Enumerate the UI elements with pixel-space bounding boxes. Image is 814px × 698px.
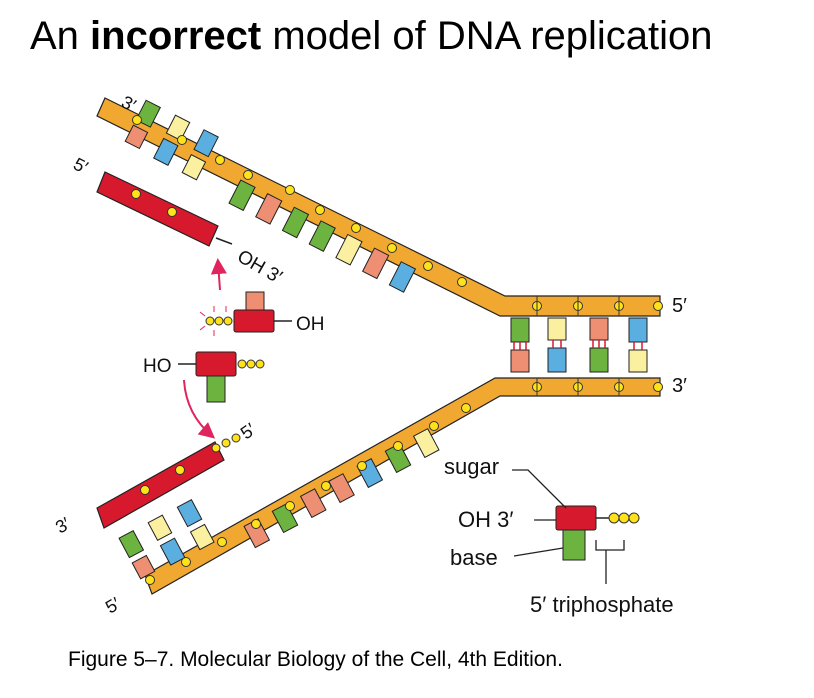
- parental-strand-bottom: [144, 377, 661, 595]
- figure-caption: Figure 5–7. Molecular Biology of the Cel…: [68, 648, 563, 671]
- slide-title: An incorrect model of DNA replication: [30, 14, 713, 59]
- parental-strand-top: [96, 97, 661, 317]
- title-emphasis: incorrect: [90, 14, 262, 58]
- base-green: [589, 347, 609, 373]
- legend-triphosphate: [608, 512, 640, 524]
- arrow-down: [183, 379, 216, 439]
- label-bottom-3prime: 3′: [52, 513, 74, 537]
- legend-base-label: base: [450, 545, 498, 570]
- bottom-template-bases: [96, 428, 440, 580]
- top-template-bases: [96, 99, 417, 293]
- incoming-nucleotide-bottom: [178, 351, 265, 403]
- parental-duplex: [96, 97, 663, 595]
- legend-base: [562, 529, 586, 561]
- label-oh-3prime: OH 3′: [234, 246, 286, 288]
- base-green: [510, 317, 530, 343]
- label-free-ho: HO: [143, 356, 172, 377]
- base-yellow: [547, 317, 567, 341]
- label-lower-5prime: 5′: [237, 419, 260, 443]
- label-right-5prime: 5′: [672, 295, 687, 317]
- base-blue: [547, 347, 567, 373]
- legend-sugar: [555, 505, 597, 531]
- legend-triphosphate-label: 5′ triphosphate: [530, 592, 674, 617]
- new-strand-top: [96, 171, 219, 247]
- arrow-up: [210, 258, 227, 291]
- legend-sugar-label: sugar: [444, 454, 499, 479]
- legend-oh3-label: OH 3′: [458, 507, 513, 532]
- label-bottom-5prime: 5′: [102, 593, 124, 617]
- label-top-5prime: 5′: [70, 154, 92, 178]
- label-free-oh: OH: [296, 314, 325, 335]
- base-yellow: [628, 349, 648, 373]
- base-salmon: [510, 349, 530, 373]
- title-suffix: model of DNA replication: [261, 14, 713, 58]
- label-right-3prime: 3′: [672, 375, 687, 397]
- title-prefix: An: [30, 14, 91, 58]
- base-blue: [628, 317, 648, 343]
- new-strand-bottom: [96, 441, 225, 529]
- bottom-strand-phosphates: [145, 403, 471, 585]
- base-salmon: [589, 317, 609, 341]
- incoming-nucleotide-top: [199, 291, 292, 336]
- top-strand-phosphates: [132, 115, 467, 287]
- legend-nucleotide: [512, 469, 640, 584]
